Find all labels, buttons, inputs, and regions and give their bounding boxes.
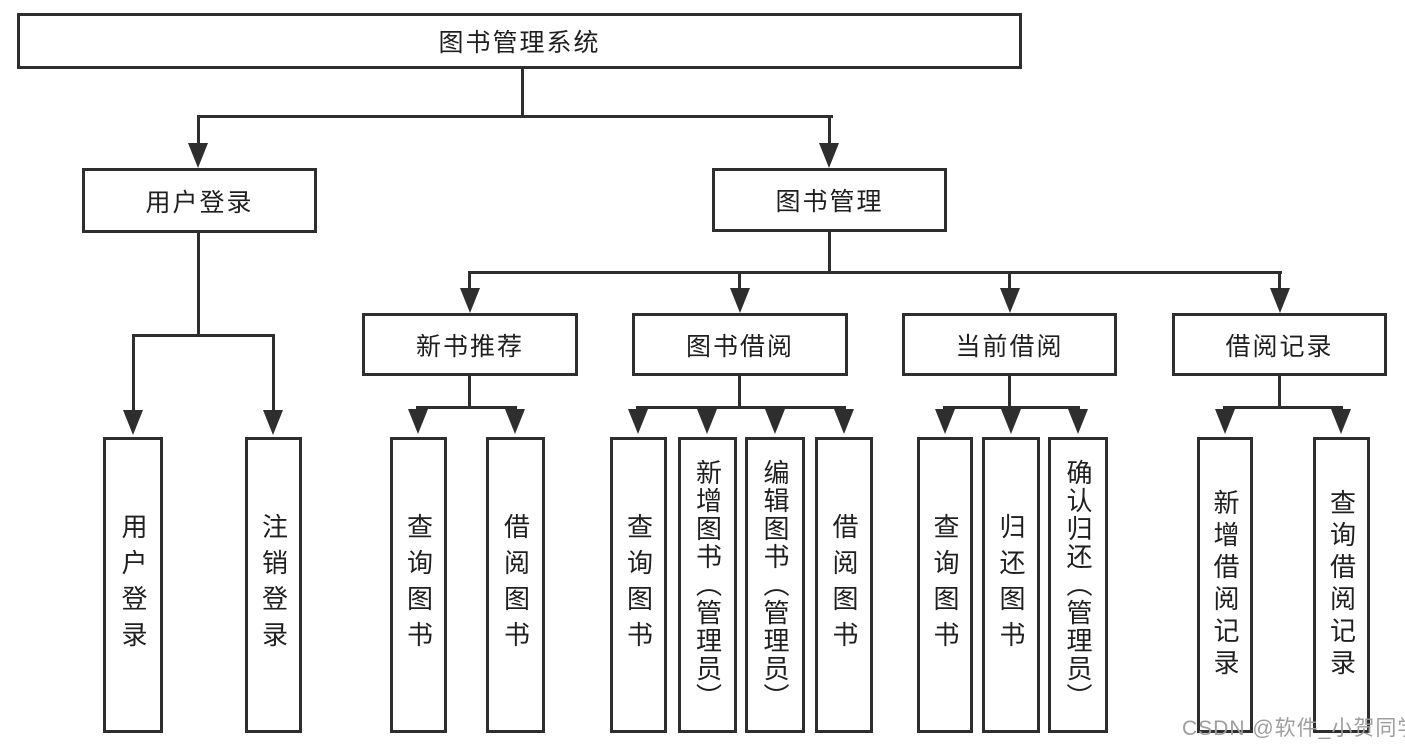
- connector-line: [1008, 376, 1011, 409]
- node-label: 图书管理系统: [438, 29, 601, 57]
- leaf-label: 查询图书: [623, 513, 654, 657]
- connector-line: [132, 334, 135, 412]
- connector-line: [272, 334, 275, 412]
- arrowhead-icon: [765, 409, 785, 434]
- leaf-label: 编辑图书（管理员）: [760, 459, 790, 711]
- arrowhead-icon: [505, 409, 525, 434]
- arrowhead-icon: [460, 288, 480, 313]
- connector-line: [197, 115, 200, 146]
- arrowhead-icon: [188, 143, 208, 168]
- leaf-borrow-books-recommend: 借阅图书: [486, 437, 545, 733]
- connector-line: [636, 406, 846, 409]
- node-label: 用户登录: [145, 188, 254, 217]
- leaf-edit-books-admin: 编辑图书（管理员）: [745, 437, 805, 733]
- watermark-text: CSDN @软件_小贺同学: [1182, 717, 1405, 740]
- leaf-label: 注销登录: [258, 513, 289, 657]
- connector-line: [1278, 376, 1281, 409]
- leaf-label: 归还图书: [996, 513, 1026, 657]
- leaf-label: 借阅图书: [829, 513, 859, 657]
- connector-line: [416, 406, 517, 409]
- leaf-label: 借阅图书: [500, 513, 531, 657]
- leaf-borrow-books: 借阅图书: [815, 437, 873, 733]
- connector-line: [828, 115, 831, 146]
- arrowhead-icon: [730, 288, 750, 313]
- node-label: 借阅记录: [1225, 332, 1334, 361]
- leaf-query-borrow-record: 查询借阅记录: [1313, 437, 1370, 733]
- arrowhead-icon: [1270, 288, 1290, 313]
- connector-line: [943, 406, 1080, 409]
- node-label: 当前借阅: [955, 332, 1064, 361]
- connector-line: [738, 376, 741, 409]
- arrowhead-icon: [123, 410, 143, 435]
- connector-line: [132, 334, 275, 337]
- leaf-label: 查询图书: [403, 513, 434, 657]
- connector-line: [197, 233, 200, 337]
- connector-line: [468, 271, 1282, 274]
- leaf-add-borrow-record: 新增借阅记录: [1197, 437, 1253, 733]
- leaf-label: 查询图书: [930, 513, 960, 657]
- arrowhead-icon: [1068, 409, 1088, 434]
- node-label: 图书管理: [775, 188, 884, 216]
- connector-line: [738, 271, 741, 290]
- leaf-confirm-return-admin: 确认归还（管理员）: [1048, 437, 1108, 733]
- node-library-management-system: 图书管理系统: [17, 13, 1022, 69]
- node-new-book-recommendation: 新书推荐: [362, 313, 578, 376]
- connector-line: [1278, 271, 1281, 290]
- leaf-label: 用户登录: [118, 513, 148, 657]
- arrowhead-icon: [1331, 409, 1351, 434]
- arrowhead-icon: [935, 409, 955, 434]
- node-book-management: 图书管理: [712, 168, 947, 232]
- leaf-return-books: 归还图书: [982, 437, 1040, 733]
- connector-line: [197, 115, 833, 118]
- node-borrowing-records: 借阅记录: [1172, 313, 1387, 376]
- leaf-add-books-admin: 新增图书（管理员）: [678, 437, 737, 733]
- connector-line: [1223, 406, 1343, 409]
- arrowhead-icon: [628, 409, 648, 434]
- leaf-label: 新增图书（管理员）: [692, 459, 723, 711]
- node-label: 图书借阅: [685, 332, 794, 361]
- connector-line: [468, 271, 471, 290]
- node-current-borrowing: 当前借阅: [902, 313, 1117, 376]
- connector-line: [521, 68, 524, 117]
- connector-line: [468, 376, 471, 409]
- arrowhead-icon: [697, 409, 717, 434]
- leaf-label: 确认归还（管理员）: [1063, 459, 1093, 711]
- leaf-user-login: 用户登录: [103, 437, 163, 733]
- arrowhead-icon: [1001, 409, 1021, 434]
- leaf-label: 新增借阅记录: [1210, 489, 1240, 681]
- connector-line: [828, 232, 831, 274]
- leaf-query-books-recommend: 查询图书: [390, 437, 447, 733]
- node-user-login: 用户登录: [82, 168, 317, 233]
- leaf-logout: 注销登录: [245, 437, 302, 733]
- leaf-query-books-borrow: 查询图书: [610, 437, 667, 733]
- connector-line: [1008, 271, 1011, 290]
- arrowhead-icon: [834, 409, 854, 434]
- arrowhead-icon: [408, 409, 428, 434]
- node-book-borrowing: 图书借阅: [632, 313, 848, 376]
- leaf-label: 查询借阅记录: [1326, 489, 1357, 681]
- arrowhead-icon: [819, 143, 839, 168]
- arrowhead-icon: [1215, 409, 1235, 434]
- arrowhead-icon: [1000, 288, 1020, 313]
- arrowhead-icon: [263, 410, 283, 435]
- leaf-query-books-current: 查询图书: [917, 437, 973, 733]
- node-label: 新书推荐: [415, 332, 524, 361]
